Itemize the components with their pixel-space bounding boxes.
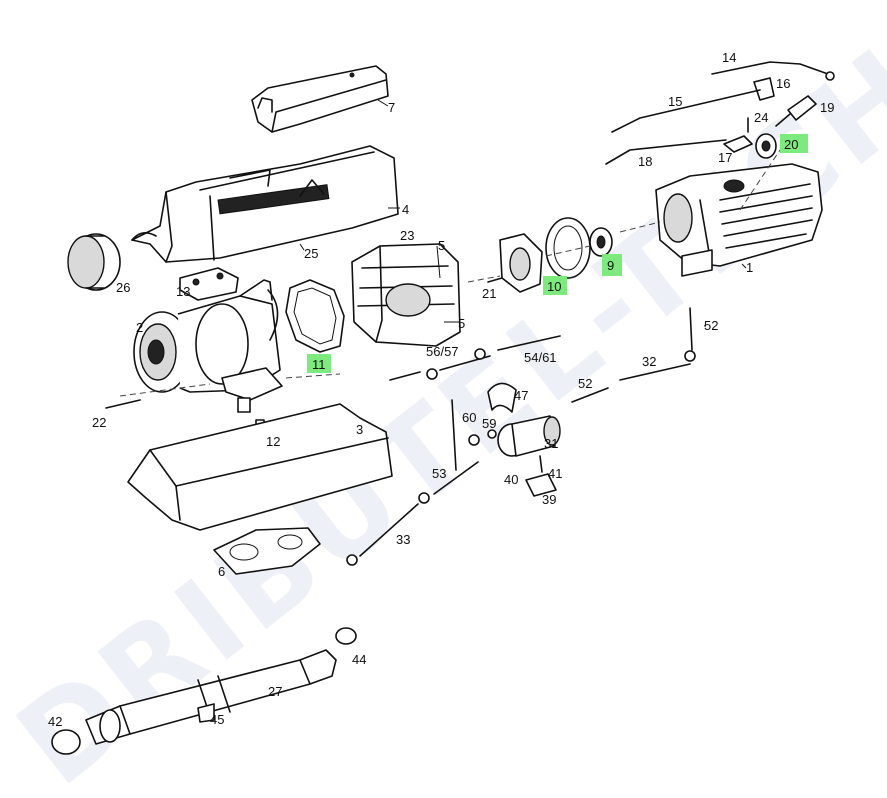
label-3: 3 — [356, 422, 363, 437]
label-21: 21 — [482, 286, 496, 301]
label-6: 6 — [218, 564, 225, 579]
label-47: 47 — [514, 388, 528, 403]
label-53: 53 — [432, 466, 446, 481]
part-21-flange — [487, 233, 543, 293]
part-45-bracket — [197, 703, 215, 723]
label-4: 4 — [402, 202, 409, 217]
part-17-bracket — [723, 135, 753, 153]
part-15-wire — [611, 89, 761, 133]
label-20: 20 — [784, 137, 798, 152]
part-11-gasket — [285, 279, 345, 353]
part-22-screw — [105, 399, 141, 409]
assembly-guide-lines — [119, 149, 781, 397]
label-42: 42 — [48, 714, 62, 729]
label-31: 31 — [544, 436, 558, 451]
label-10: 10 — [547, 279, 561, 294]
highlight-9 — [602, 254, 622, 276]
part-labels: 7 4 25 26 13 2 11 22 12 3 6 23 5 5 21 10… — [48, 50, 834, 729]
highlight-20 — [780, 134, 808, 153]
part-10-gasket — [545, 217, 591, 279]
label-2: 2 — [136, 320, 143, 335]
label-44: 44 — [352, 652, 366, 667]
label-27: 27 — [268, 684, 282, 699]
part-16-clip — [753, 77, 775, 101]
part-13-bracket — [179, 267, 239, 301]
part-47-clamp — [487, 382, 517, 413]
part-60-59-fittings — [468, 429, 497, 446]
highlight-11 — [307, 354, 331, 373]
label-56-57: 56/57 — [426, 344, 459, 359]
part-27-silencer — [85, 649, 337, 745]
label-7: 7 — [388, 100, 395, 115]
label-59: 59 — [482, 416, 496, 431]
part-6-bottom-gasket — [213, 527, 321, 575]
part-14-cable — [711, 61, 835, 81]
part-44-clamp — [335, 627, 357, 645]
label-41: 41 — [548, 466, 562, 481]
label-25: 25 — [304, 246, 318, 261]
label-52-mid: 52 — [578, 376, 592, 391]
label-5-bottom: 5 — [458, 316, 465, 331]
part-20-nut — [755, 133, 777, 159]
label-26: 26 — [116, 280, 130, 295]
highlight-boxes — [307, 134, 808, 373]
label-45: 45 — [210, 712, 224, 727]
label-15: 15 — [668, 94, 682, 109]
label-60: 60 — [462, 410, 476, 425]
label-52-top: 52 — [704, 318, 718, 333]
part-2-burner-assembly — [133, 279, 283, 413]
label-17: 17 — [718, 150, 732, 165]
part-18-wire — [605, 139, 727, 165]
label-12: 12 — [266, 434, 280, 449]
label-9: 9 — [607, 258, 614, 273]
label-1: 1 — [746, 260, 753, 275]
label-23: 23 — [400, 228, 414, 243]
label-13: 13 — [176, 284, 190, 299]
part-3-lower-shell — [127, 403, 393, 531]
highlight-10 — [543, 276, 567, 295]
label-18: 18 — [638, 154, 652, 169]
label-11: 11 — [312, 357, 326, 372]
label-39: 39 — [542, 492, 556, 507]
label-33: 33 — [396, 532, 410, 547]
label-32: 32 — [642, 354, 656, 369]
label-24: 24 — [754, 110, 768, 125]
part-5-heat-exchanger — [351, 243, 461, 347]
part-39-41-mount — [525, 455, 557, 497]
part-7-top-cover — [251, 65, 389, 133]
part-26-filter-cap — [67, 233, 121, 291]
label-22: 22 — [92, 415, 106, 430]
part-9-seal-ring — [589, 227, 613, 257]
leader-lines — [299, 99, 747, 327]
label-19: 19 — [820, 100, 834, 115]
part-1-body — [655, 163, 823, 277]
part-19-glow-plug — [775, 95, 817, 127]
label-5-top: 5 — [438, 238, 445, 253]
label-40: 40 — [504, 472, 518, 487]
part-42-end-cap — [51, 729, 81, 755]
label-14: 14 — [722, 50, 736, 65]
part-31-fuel-pump — [497, 415, 561, 457]
fuel-lines — [346, 307, 696, 566]
part-4-main-housing — [131, 145, 399, 263]
label-54-61: 54/61 — [524, 350, 557, 365]
label-16: 16 — [776, 76, 790, 91]
